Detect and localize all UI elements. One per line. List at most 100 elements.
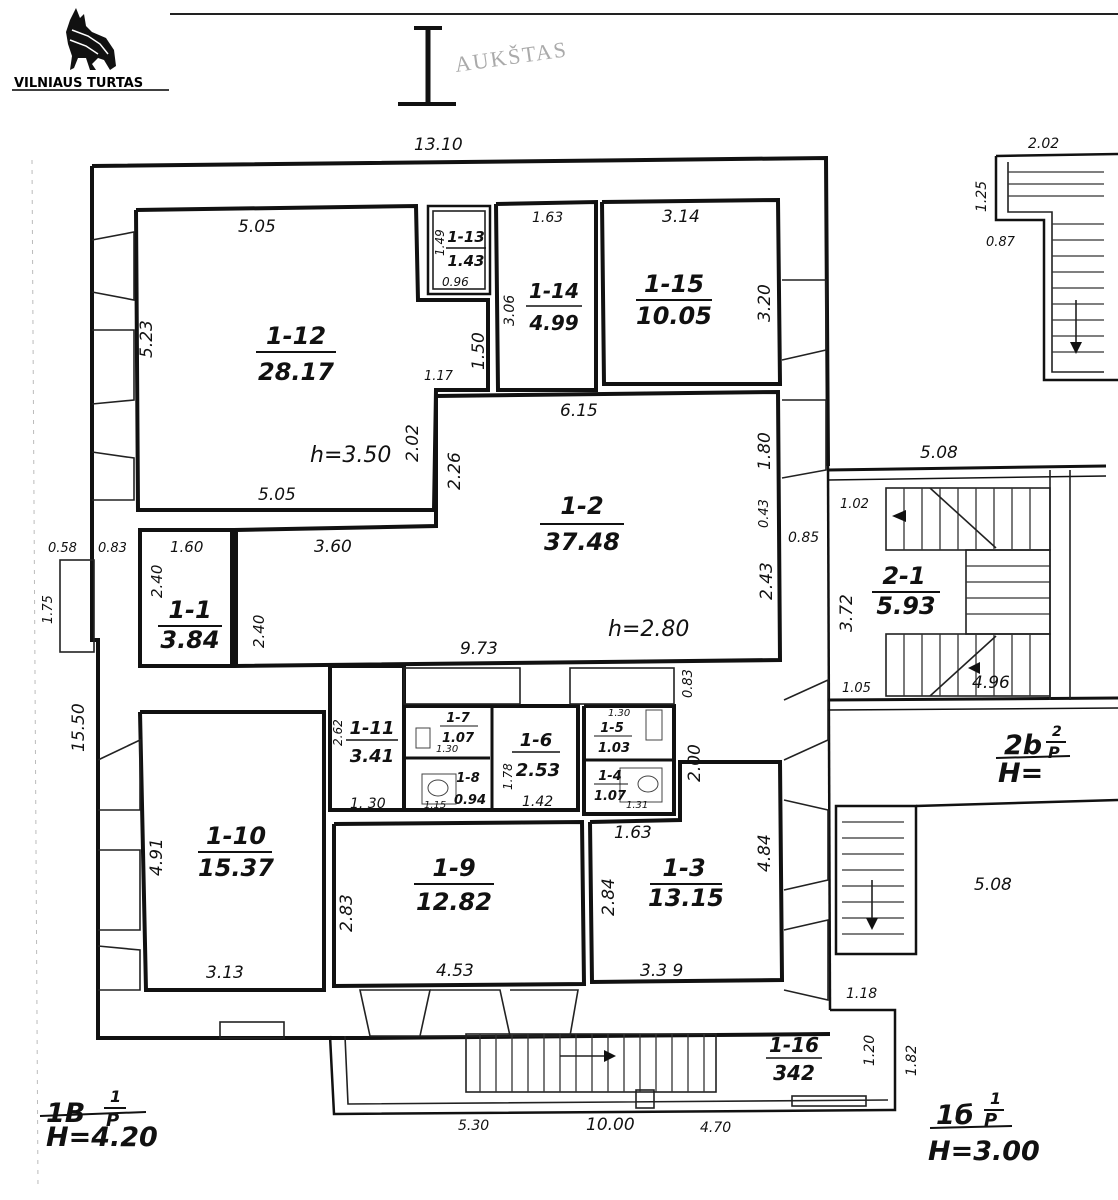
svg-text:H=4.20: H=4.20 bbox=[46, 1122, 158, 1153]
dim-r12-top: 5.05 bbox=[238, 217, 276, 237]
svg-text:15.37: 15.37 bbox=[198, 854, 274, 882]
dim-r14-h: 3.06 bbox=[502, 295, 518, 326]
svg-text:1-10: 1-10 bbox=[206, 822, 266, 850]
dim-r16-a: 1.18 bbox=[846, 986, 877, 1002]
room-1-12: 1-12 28.17 bbox=[256, 322, 336, 386]
dim-r1-b: 0.83 bbox=[98, 541, 127, 556]
dim-r6-w: 1.42 bbox=[522, 794, 553, 810]
room-1-2: 1-2 37.48 bbox=[540, 492, 624, 556]
lower-right-stair bbox=[834, 798, 1118, 956]
svg-text:1.07: 1.07 bbox=[442, 731, 475, 746]
room-1-10: 1-10 15.37 bbox=[198, 822, 274, 882]
dim-r13-w: 0.96 bbox=[442, 275, 469, 289]
dim-r2-notch: 1.17 bbox=[424, 369, 454, 384]
svg-text:2-1: 2-1 bbox=[882, 562, 925, 590]
dim-r2-lower-left: 3.60 bbox=[314, 537, 352, 557]
dim-stair-c: 1.05 bbox=[842, 681, 871, 696]
svg-text:1-5: 1-5 bbox=[600, 721, 624, 736]
dim-r2-r3: 2.43 bbox=[757, 562, 777, 600]
dim-r6-h: 1.78 bbox=[501, 763, 515, 790]
svg-text:1-1: 1-1 bbox=[168, 596, 211, 624]
svg-text:3.84: 3.84 bbox=[160, 626, 219, 654]
dim-r1-a: 0.58 bbox=[48, 541, 77, 556]
dim-r10-h: 4.91 bbox=[147, 838, 167, 876]
windows bbox=[59, 231, 829, 1039]
svg-text:2b: 2b bbox=[1004, 730, 1042, 761]
floor-stamp: AUKŠTAS bbox=[453, 36, 569, 77]
logo-text: VILNIAUS TURTAS bbox=[14, 76, 143, 91]
svg-text:1-15: 1-15 bbox=[644, 270, 704, 298]
svg-text:1-4: 1-4 bbox=[598, 769, 622, 784]
svg-text:1-2: 1-2 bbox=[560, 492, 603, 520]
svg-text:2.53: 2.53 bbox=[516, 760, 560, 781]
dim-r2-r1: 0.43 bbox=[757, 499, 772, 528]
dim-r1-h2: 2.40 bbox=[250, 615, 268, 648]
svg-text:P: P bbox=[106, 1110, 119, 1131]
dim-r1-w: 1.60 bbox=[170, 538, 203, 556]
dim-top-overall: 13.10 bbox=[414, 135, 463, 155]
room-1-15: 1-15 10.05 bbox=[636, 270, 712, 330]
svg-text:1: 1 bbox=[990, 1089, 1001, 1108]
dim-r9-h: 2.83 bbox=[337, 894, 357, 932]
dim-bottom-b: 4.70 bbox=[700, 1120, 731, 1136]
svg-text:342: 342 bbox=[773, 1061, 815, 1085]
dim-r11-h: 2.62 bbox=[331, 719, 345, 746]
dim-r15-w: 3.14 bbox=[662, 207, 700, 227]
svg-text:5.93: 5.93 bbox=[876, 592, 935, 620]
dim-r8-a: 1.30 bbox=[608, 708, 630, 719]
room-1-5: 1-5 1.03 bbox=[594, 721, 632, 756]
room-2-1: 2-1 5.93 bbox=[872, 562, 940, 620]
dim-r2-left: 2.26 bbox=[445, 452, 465, 490]
dim-r9-w: 4.53 bbox=[436, 961, 474, 981]
dim-r2-right: 1.80 bbox=[755, 432, 775, 470]
svg-text:1-8: 1-8 bbox=[456, 771, 480, 786]
svg-text:13.15: 13.15 bbox=[648, 884, 724, 912]
logo: VILNIAUS TURTAS bbox=[12, 8, 169, 91]
svg-text:1-14: 1-14 bbox=[529, 279, 579, 303]
dim-r2-bottom: 9.73 bbox=[460, 639, 498, 659]
dim-r11-w: 1. 30 bbox=[350, 796, 386, 812]
svg-text:1.07: 1.07 bbox=[594, 789, 627, 804]
dim-r3-b: 3.3 9 bbox=[640, 961, 683, 981]
dim-r15-h: 3.20 bbox=[755, 284, 775, 322]
dim-top-stair-x: 0.87 bbox=[986, 235, 1016, 250]
dim-r4-w: 1.31 bbox=[626, 800, 648, 811]
svg-text:1: 1 bbox=[110, 1087, 121, 1106]
top-right-stair bbox=[994, 152, 1118, 382]
room-1-1: 1-1 3.84 bbox=[158, 596, 222, 654]
outer-walls bbox=[90, 155, 897, 1116]
dim-r12-left: 5.23 bbox=[137, 320, 157, 358]
svg-text:1б: 1б bbox=[936, 1100, 974, 1131]
room-1-7: 1-7 1.07 bbox=[440, 711, 478, 746]
dim-r2-top: 6.15 bbox=[560, 401, 598, 421]
dim-left-overall: 15.50 bbox=[69, 703, 89, 752]
dim-r12-bottom: 5.05 bbox=[258, 485, 296, 505]
dim-r10-w: 3.13 bbox=[206, 963, 244, 983]
room-1-9: 1-9 12.82 bbox=[414, 854, 494, 916]
building-mark-2b: 2b 2 P H= bbox=[995, 724, 1071, 789]
svg-text:1-6: 1-6 bbox=[520, 730, 553, 751]
svg-text:28.17: 28.17 bbox=[258, 358, 334, 386]
dim-stair-a: 1.02 bbox=[840, 497, 869, 512]
svg-text:1-16: 1-16 bbox=[769, 1033, 819, 1057]
svg-text:3.41: 3.41 bbox=[350, 746, 394, 767]
room-1-3: 1-3 13.15 bbox=[648, 854, 724, 912]
svg-text:37.48: 37.48 bbox=[544, 528, 620, 556]
dim-stair-top: 5.08 bbox=[920, 443, 958, 463]
dim-stair-d: 4.96 bbox=[972, 673, 1010, 693]
dim-r4-h: 2.00 bbox=[685, 744, 705, 782]
room-1-14: 1-14 4.99 bbox=[526, 279, 582, 335]
dim-r16-c: 1.20 bbox=[862, 1035, 878, 1066]
wolf-logo-icon bbox=[66, 8, 116, 70]
dim-top-stair-h: 1.25 bbox=[974, 181, 990, 212]
dim-r2-r2: 0.85 bbox=[788, 530, 819, 546]
svg-text:4.99: 4.99 bbox=[528, 311, 578, 335]
room-1-6: 1-6 2.53 bbox=[512, 730, 560, 781]
dim-r14-w: 1.63 bbox=[532, 210, 563, 226]
svg-text:P: P bbox=[1048, 743, 1060, 762]
svg-text:H=: H= bbox=[998, 758, 1043, 789]
svg-text:1-11: 1-11 bbox=[349, 718, 394, 739]
dim-r12-side: 2.02 bbox=[403, 424, 423, 462]
svg-text:2: 2 bbox=[1052, 724, 1062, 740]
floor-marker bbox=[398, 26, 456, 106]
